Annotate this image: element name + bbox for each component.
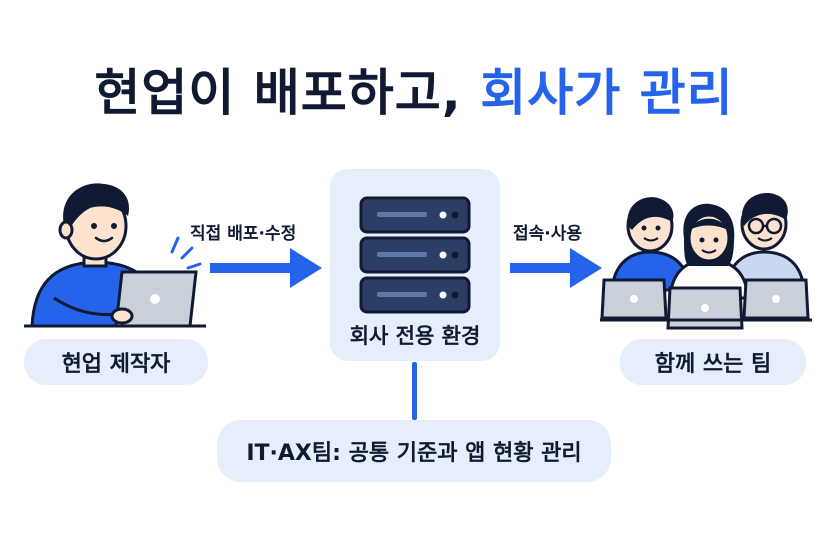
company-environment-label: 회사 전용 환경 (349, 324, 481, 348)
team-label: 함께 쓰는 팀 (620, 339, 806, 385)
server-icon (359, 196, 471, 314)
creator-label: 현업 제작자 (24, 339, 208, 385)
team-illustration (600, 193, 812, 330)
page-title: 현업이 배포하고, 회사가 관리 (0, 58, 828, 128)
arrow-right-icon (210, 248, 322, 288)
arrow-right-icon (510, 248, 602, 288)
access-use-label: 접속·사용 (513, 224, 583, 244)
title-part-1: 현업이 배포하고, (94, 64, 462, 122)
it-ax-team-label: IT·AX팀: 공통 기준과 앱 현황 관리 (217, 420, 611, 482)
connector-line (412, 362, 417, 420)
creator-illustration (24, 183, 206, 328)
title-part-2: 회사가 관리 (480, 64, 734, 122)
deploy-edit-label: 직접 배포·수정 (190, 224, 297, 244)
